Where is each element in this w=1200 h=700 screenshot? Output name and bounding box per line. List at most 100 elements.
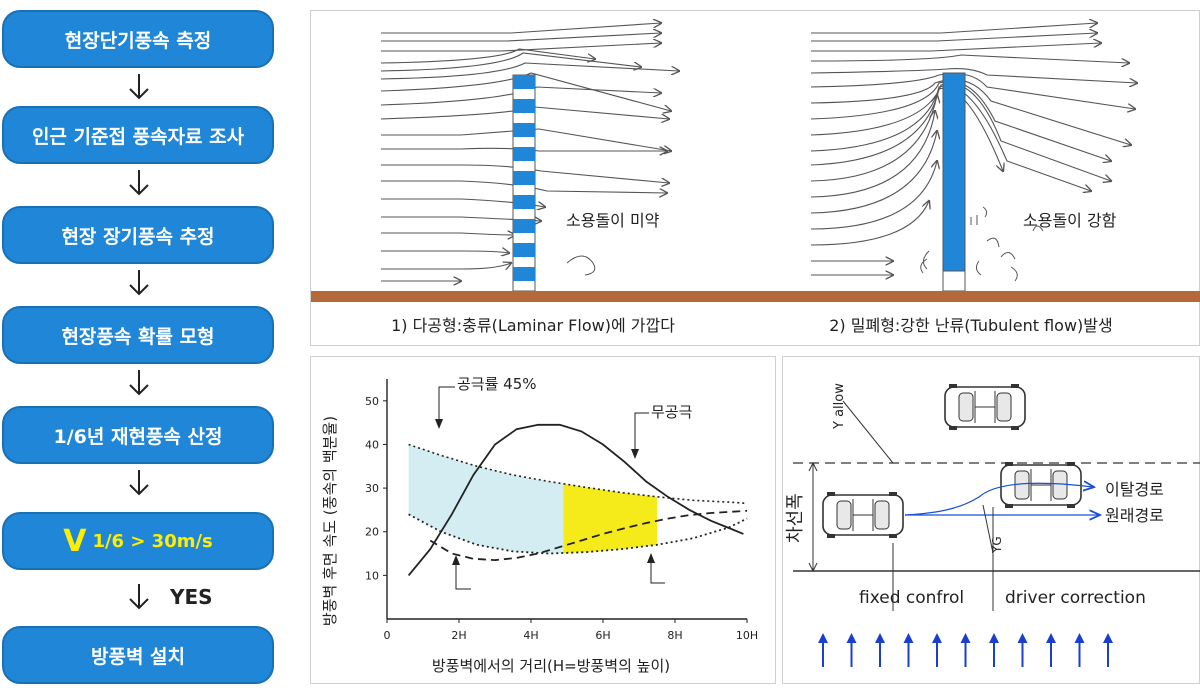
step-label: 현장풍속 확률 모형 xyxy=(61,325,215,348)
streamline xyxy=(381,33,661,42)
step-probability-model: 현장풍속 확률 모형 xyxy=(2,306,274,364)
streamline xyxy=(810,161,937,230)
left-streamlines xyxy=(380,23,679,281)
lane-width-label: 차선폭 xyxy=(785,493,806,543)
streamline xyxy=(810,83,1111,181)
streamline xyxy=(380,52,641,72)
step-long-term-estimation: 현장 장기풍속 추정 xyxy=(2,206,274,264)
streamline xyxy=(810,54,1129,63)
yes-label: YES xyxy=(170,585,213,609)
wind-arrowhead-icon xyxy=(1103,633,1113,643)
eddy-icon xyxy=(566,255,596,276)
wind-arrowhead-icon xyxy=(1017,633,1028,643)
streamline xyxy=(810,85,1091,191)
arrowhead-icon xyxy=(435,419,443,429)
x-tick-label: 4H xyxy=(523,629,538,642)
y-tick-label: 40 xyxy=(365,438,379,451)
wind-arrowhead-icon xyxy=(903,633,914,643)
wind-arrowhead-icon xyxy=(875,633,885,643)
lane-deviation-panel: 차선폭 Y allow 이탈경로 원래경로 YG fixed confrol d… xyxy=(782,356,1200,684)
step-label: 1/6년 재현풍속 산정 xyxy=(53,425,223,448)
leader-line xyxy=(634,412,649,457)
yg-line xyxy=(982,504,994,554)
series-dotted-lower xyxy=(408,513,748,555)
wall-block xyxy=(513,267,535,281)
ground-strip xyxy=(311,291,1200,302)
wind-arrowhead-icon xyxy=(1074,633,1085,643)
streamline xyxy=(381,23,661,34)
down-arrow-icon xyxy=(129,470,149,496)
down-arrow-icon xyxy=(129,584,149,610)
wind-arrowhead-icon xyxy=(818,633,828,643)
streamline xyxy=(811,43,1101,52)
streamline xyxy=(381,180,667,193)
step-install-windbreak: 방풍벽 설치 xyxy=(2,626,274,684)
wind-arrows xyxy=(818,633,1113,667)
wall-block xyxy=(513,243,535,257)
x-tick-label: 0 xyxy=(384,629,391,642)
solid-wall-base xyxy=(942,270,966,292)
wind-arrowhead-icon xyxy=(932,633,942,643)
leader-line xyxy=(438,386,455,427)
streamline xyxy=(381,128,671,151)
wind-arrowhead-icon xyxy=(989,633,999,643)
v-condition: 1/6 > 30m/s xyxy=(92,530,213,552)
streamline xyxy=(380,72,671,111)
streamline xyxy=(810,68,1137,83)
arrowhead-icon xyxy=(452,555,460,565)
step-reference-data-survey: 인근 기준접 풍속자료 조사 xyxy=(2,106,274,164)
right-streamlines xyxy=(810,23,1137,275)
streamline xyxy=(811,33,1097,42)
yg-label: YG xyxy=(990,536,1004,554)
y-allow-label: Y allow xyxy=(832,383,847,430)
wall-block xyxy=(513,219,535,233)
step-label: 현장단기풍속 측정 xyxy=(64,29,212,52)
down-arrow-icon xyxy=(129,170,149,196)
annotation-porous: 공극률 45% xyxy=(457,375,537,393)
v-symbol: V xyxy=(63,523,87,559)
region-highlight xyxy=(563,483,657,554)
step-label: 인근 기준접 풍속자료 조사 xyxy=(31,125,245,148)
y-allow-line xyxy=(842,400,894,464)
y-tick-label: 50 xyxy=(365,395,379,408)
leader-line xyxy=(455,557,471,590)
dimension-arrow-icon xyxy=(808,461,818,573)
step-label: 현장 장기풍속 추정 xyxy=(61,225,215,248)
streamline xyxy=(810,131,937,214)
y-tick-label: 20 xyxy=(365,526,379,539)
wall-block xyxy=(513,195,535,209)
right-caption: 2) 밀폐형:강한 난류(Tubulent flow)발생 xyxy=(829,316,1112,335)
solid-wall xyxy=(942,72,966,272)
down-arrow-icon xyxy=(129,74,149,100)
wall-block xyxy=(513,171,535,185)
left-caption: 1) 다공형:충류(Laminar Flow)에 가깝다 xyxy=(391,316,675,335)
step-condition: V 1/6 > 30m/s xyxy=(2,512,274,570)
arrowhead-icon xyxy=(647,553,655,563)
fixed-control-label: fixed confrol xyxy=(859,588,964,608)
streamline xyxy=(810,95,937,182)
wall-block xyxy=(513,147,535,161)
streamline xyxy=(810,79,1131,145)
down-arrow-icon xyxy=(129,370,149,396)
annotation-solid: 무공극 xyxy=(651,403,693,421)
wall-block xyxy=(513,75,535,89)
escape-path xyxy=(904,483,1093,516)
streamline xyxy=(381,148,667,151)
streamline xyxy=(810,80,1111,161)
x-axis-label: 방풍벽에서의 거리(H=방풍벽의 높이) xyxy=(432,657,670,675)
streamline xyxy=(381,263,511,269)
eddy-icon xyxy=(970,206,988,225)
down-arrow-icon xyxy=(129,270,149,296)
streamline xyxy=(381,251,509,253)
lane-diagram: 차선폭 Y allow 이탈경로 원래경로 YG fixed confrol d… xyxy=(785,383,1200,667)
step-short-term-measurement: 현장단기풍속 측정 xyxy=(2,10,274,68)
right-note: 소용돌이 강함 xyxy=(1023,211,1117,230)
streamline xyxy=(810,111,935,198)
leader-line xyxy=(650,555,665,584)
streamline xyxy=(381,233,515,235)
step-return-wind-speed: 1/6년 재현풍속 산정 xyxy=(2,406,274,464)
streamline xyxy=(810,72,1135,110)
wind-flow-diagram: 소용돌이 미약 소용돌이 강함 1) 다공형:충류(Laminar Flow)에… xyxy=(311,11,1200,335)
